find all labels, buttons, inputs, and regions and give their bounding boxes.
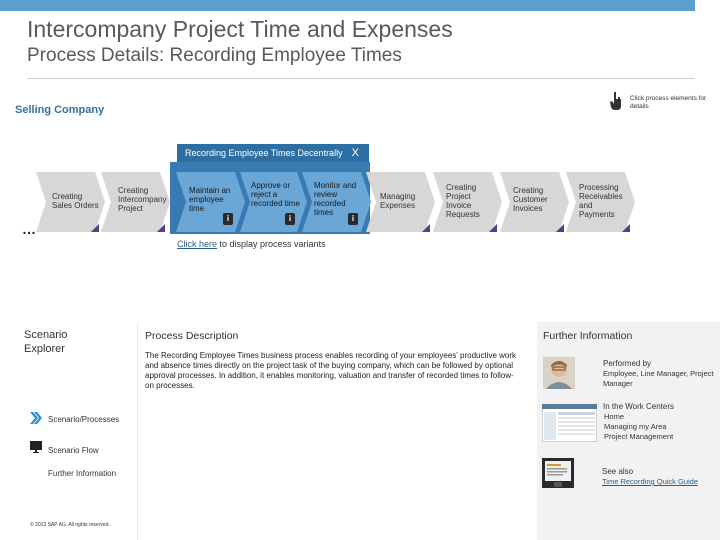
- person-avatar-icon: [543, 357, 575, 389]
- work-centers-label: In the Work Centers: [603, 402, 674, 411]
- nav-scenario-processes[interactable]: Scenario/Processes: [48, 415, 120, 424]
- step-label: Monitor and review recorded times: [314, 181, 357, 217]
- info-icon[interactable]: i: [285, 213, 295, 225]
- more-steps-ellipsis[interactable]: …: [22, 221, 37, 237]
- hint-text: Click process elements for details: [630, 95, 707, 110]
- page-title: Intercompany Project Time and Expenses: [27, 16, 453, 42]
- guide-document-icon: [542, 458, 574, 488]
- process-variants-note: Click here to display process variants: [177, 239, 326, 249]
- step-label: Creating Sales Orders: [52, 192, 99, 210]
- work-center-item: Home: [604, 412, 625, 421]
- step-managing-expenses[interactable]: Managing Expenses: [380, 192, 426, 210]
- double-chevron-icon: [30, 412, 42, 424]
- process-description-body: The Recording Employee Times business pr…: [145, 351, 517, 390]
- process-variants-link[interactable]: Click here: [177, 239, 218, 249]
- step-creating-project-invoice-requests[interactable]: Creating Project Invoice Requests: [446, 183, 490, 219]
- nav-scenario-flow[interactable]: Scenario Flow: [48, 446, 99, 455]
- step-creating-sales-orders[interactable]: Creating Sales Orders: [52, 192, 102, 210]
- close-icon[interactable]: X: [351, 147, 359, 159]
- work-center-screenshot-icon: [542, 404, 597, 442]
- step-label: Creating Project Invoice Requests: [446, 183, 480, 219]
- scenario-explorer-title: Scenario Explorer: [24, 328, 67, 356]
- top-accent-bar: [0, 0, 695, 11]
- monitor-icon: [30, 441, 42, 453]
- work-center-item: Managing my Area: [604, 422, 667, 431]
- page-subtitle: Process Details: Recording Employee Time…: [27, 45, 402, 66]
- step-label: Creating Customer Invoices: [513, 186, 548, 213]
- divider: [27, 78, 695, 79]
- step-creating-customer-invoices[interactable]: Creating Customer Invoices: [513, 186, 557, 213]
- nav-further-information[interactable]: Further Information: [48, 469, 117, 478]
- hand-pointer-icon: [610, 92, 621, 110]
- copyright-text: © 2013 SAP AG. All rights reserved.: [30, 522, 110, 528]
- step-maintain-employee-time[interactable]: Maintain an employee time: [189, 186, 239, 213]
- process-description-heading: Process Description: [145, 330, 239, 342]
- step-label: Maintain an employee time: [189, 186, 231, 213]
- explorer-title-line: Scenario: [24, 329, 68, 341]
- step-creating-intercompany-project[interactable]: Creating Intercompany Project: [118, 186, 170, 213]
- step-monitor-review-times[interactable]: Monitor and review recorded times: [314, 181, 364, 217]
- work-center-item: Project Management: [604, 432, 674, 441]
- step-label: Processing Receivables and Payments: [579, 183, 623, 219]
- decentral-process-tab[interactable]: Recording Employee Times Decentrally X: [177, 144, 369, 162]
- quick-guide-container: Time Recording Quick Guide: [602, 477, 698, 487]
- step-label: Approve or reject a recorded time: [251, 181, 300, 208]
- time-recording-quick-guide-link[interactable]: Time Recording Quick Guide: [602, 477, 699, 486]
- info-icon[interactable]: i: [223, 213, 233, 225]
- performed-by-label: Performed by: [603, 359, 652, 368]
- link-arrow-icon: [30, 466, 42, 478]
- step-label: Managing Expenses: [380, 192, 416, 210]
- description-panel: [137, 322, 538, 540]
- explorer-title-line: Explorer: [24, 343, 65, 355]
- info-icon[interactable]: i: [348, 213, 358, 225]
- further-information-heading: Further Information: [543, 330, 633, 342]
- company-label: Selling Company: [15, 104, 105, 116]
- performed-by-value: Employee, Line Manager, Project Manager: [603, 369, 714, 388]
- see-also-label: See also: [602, 467, 634, 476]
- step-approve-reject-time[interactable]: Approve or reject a recorded time: [251, 181, 301, 208]
- variants-text: to display process variants: [217, 239, 326, 249]
- step-label: Creating Intercompany Project: [118, 186, 167, 213]
- decentral-tab-label: Recording Employee Times Decentrally: [185, 148, 343, 158]
- step-processing-receivables[interactable]: Processing Receivables and Payments: [579, 183, 627, 219]
